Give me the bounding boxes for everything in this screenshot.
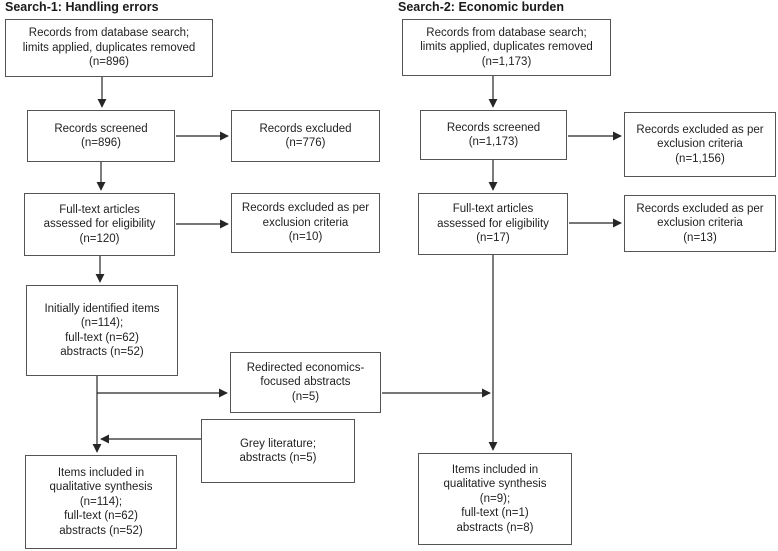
box-s1-records-screened: Records screened (n=896) xyxy=(27,110,175,162)
box-s2-records-excluded-screening: Records excluded as per exclusion criter… xyxy=(624,112,776,177)
box-s2-records-screened: Records screened (n=1,173) xyxy=(420,110,567,160)
box-s1-db-search: Records from database search; limits app… xyxy=(5,19,213,77)
box-redirected-abstracts: Redirected economics- focused abstracts … xyxy=(230,352,381,413)
box-s1-fulltext-assessed: Full-text articles assessed for eligibil… xyxy=(24,193,175,256)
column-title-search1: Search-1: Handling errors xyxy=(5,0,159,14)
box-s2-fulltext-assessed: Full-text articles assessed for eligibil… xyxy=(418,193,568,255)
column-title-search2: Search-2: Economic burden xyxy=(398,0,565,14)
box-grey-literature: Grey literature; abstracts (n=5) xyxy=(201,419,355,483)
box-s1-initially-identified: Initially identified items (n=114); full… xyxy=(26,285,178,376)
box-s2-db-search: Records from database search; limits app… xyxy=(402,19,611,76)
box-s1-items-included: Items included in qualitative synthesis … xyxy=(25,455,177,549)
box-s1-records-excluded: Records excluded (n=776) xyxy=(231,110,380,162)
box-s1-records-excluded-criteria: Records excluded as per exclusion criter… xyxy=(231,193,380,253)
box-s2-items-included: Items included in qualitative synthesis … xyxy=(418,453,572,545)
box-s2-records-excluded-fulltext: Records excluded as per exclusion criter… xyxy=(624,195,776,252)
